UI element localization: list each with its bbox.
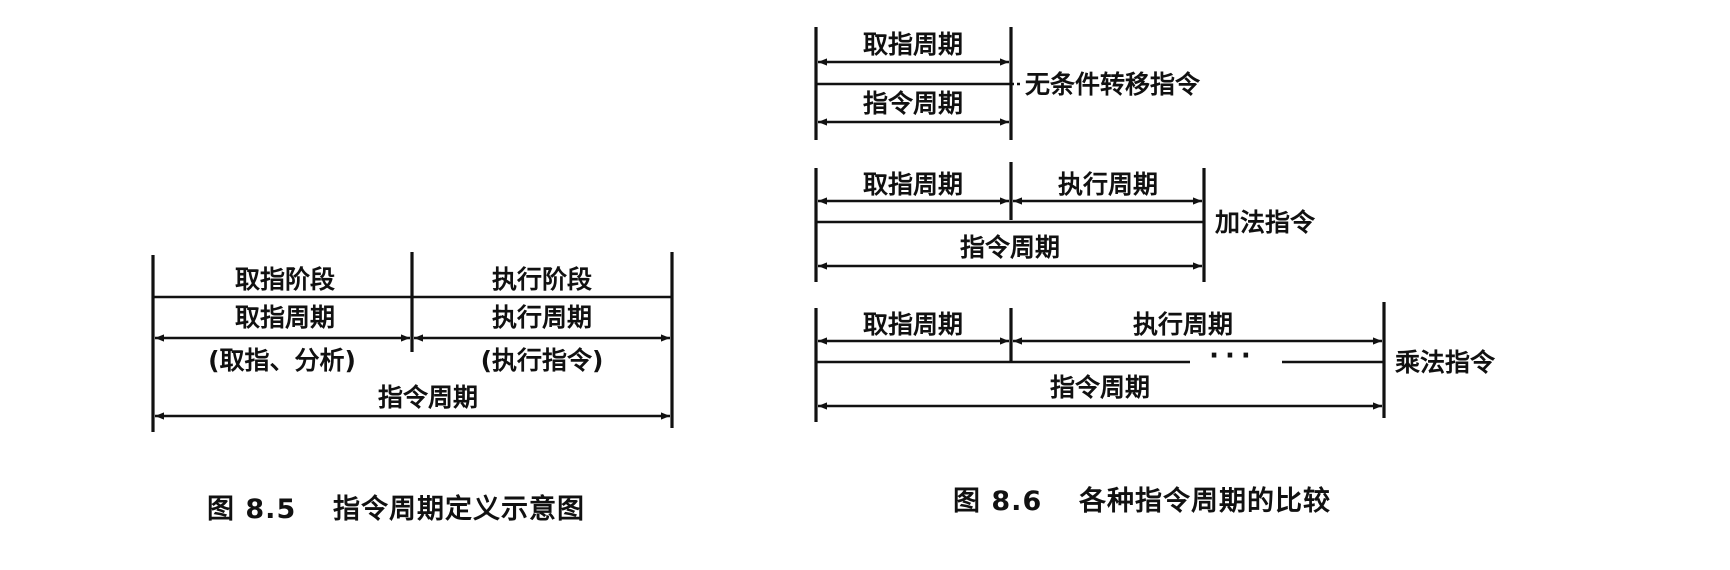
figure-8-6: 取指周期 指令周期 无条件转移指令 取指周期 执行周期 指令周期 加法指令 <box>814 27 1496 517</box>
fig86-g2-fetch-cycle-label: 取指周期 <box>863 170 963 199</box>
fig85-caption-text: 指令周期定义示意图 <box>333 493 585 525</box>
fig86-g3-type-label: 乘法指令 <box>1395 348 1496 377</box>
fig86-multiply-group: 取指周期 执行周期 ··· 指令周期 乘法指令 <box>814 302 1496 422</box>
fig86-g2-instruction-cycle-label: 指令周期 <box>960 233 1060 262</box>
fig86-unconditional-jump-group: 取指周期 指令周期 无条件转移指令 <box>814 27 1201 140</box>
fig86-g3-instruction-cycle-label: 指令周期 <box>1050 373 1150 402</box>
fig86-caption-text: 各种指令周期的比较 <box>1078 485 1331 517</box>
fig85-instruction-cycle-label: 指令周期 <box>378 383 478 412</box>
fig85-fetch-cycle-label: 取指周期 <box>235 303 335 332</box>
fig86-g2-type-label: 加法指令 <box>1214 208 1316 237</box>
fig86-g1-type-label: 无条件转移指令 <box>1025 70 1201 99</box>
fig86-add-group: 取指周期 执行周期 指令周期 加法指令 <box>814 162 1316 282</box>
fig86-g3-fetch-cycle-label: 取指周期 <box>863 310 963 339</box>
fig86-g1-instruction-cycle-label: 指令周期 <box>863 89 963 118</box>
fig85-execute-stage-label: 执行阶段 <box>492 265 592 294</box>
fig86-g1-fetch-cycle-label: 取指周期 <box>863 30 963 59</box>
fig86-g3-ellipsis: ··· <box>1209 341 1257 371</box>
fig85-fetch-detail-label: (取指、分析) <box>208 346 356 375</box>
fig85-execute-cycle-label: 执行周期 <box>492 303 592 332</box>
fig86-g3-execute-cycle-label: 执行周期 <box>1133 310 1233 339</box>
figure-8-5: 取指阶段 执行阶段 取指周期 执行周期 (取指、分析) (执行指令) 指令周期 … <box>151 252 674 525</box>
fig85-fetch-stage-label: 取指阶段 <box>235 265 335 294</box>
fig86-g2-execute-cycle-label: 执行周期 <box>1058 170 1158 199</box>
fig85-caption-number: 图 8.5 <box>207 494 296 525</box>
fig86-caption-number: 图 8.6 <box>953 486 1042 517</box>
fig85-execute-detail-label: (执行指令) <box>481 346 604 375</box>
